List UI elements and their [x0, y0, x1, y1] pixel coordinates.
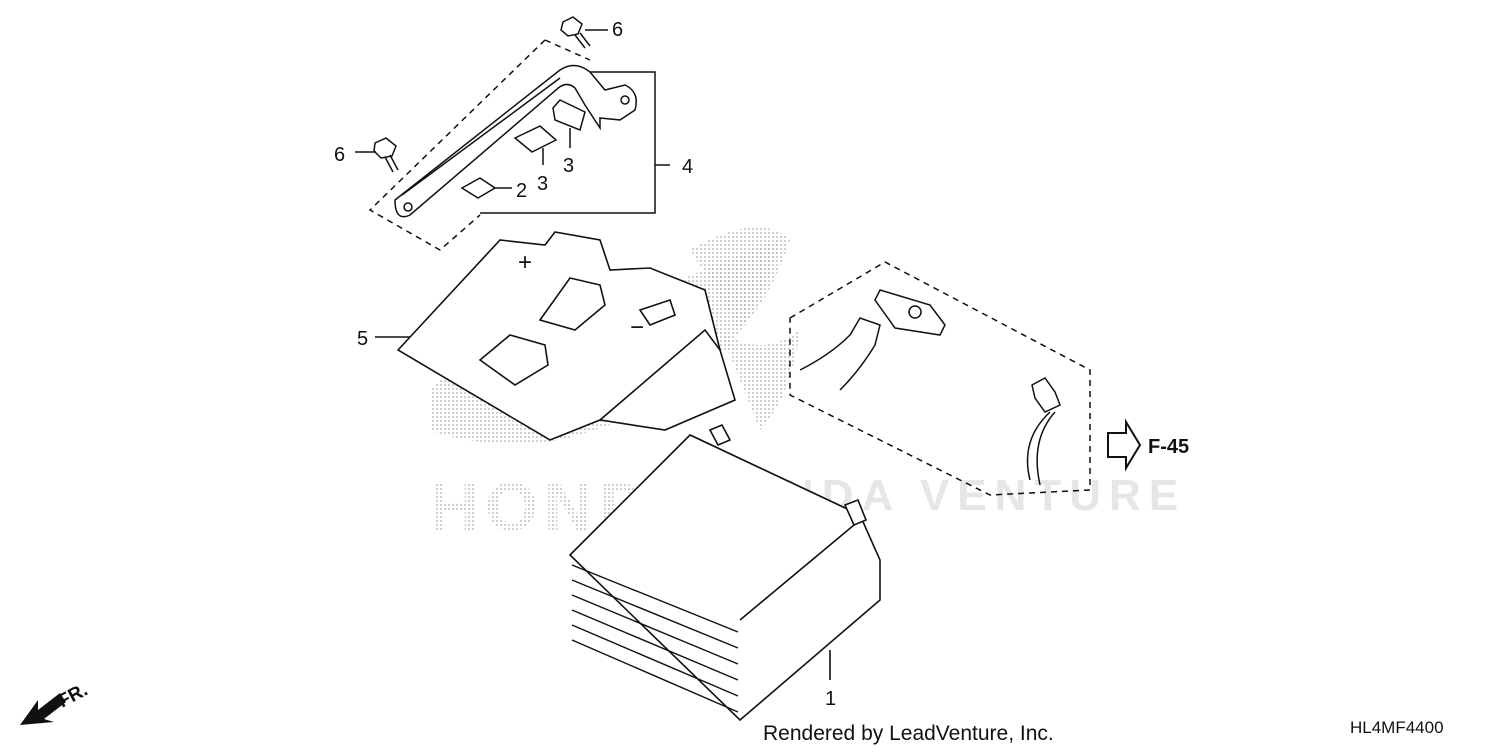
front-label: FR. [54, 680, 91, 713]
battery [568, 423, 881, 722]
bolt-icon [560, 16, 608, 49]
reference-arrow-icon [1107, 418, 1142, 472]
callout-5: 5 [357, 328, 368, 350]
callout-1: 1 [825, 688, 836, 710]
plus-marking: + [518, 249, 532, 276]
drawing-code: HL4MF4400 [1350, 718, 1444, 737]
callout-4: 4 [682, 156, 693, 178]
battery-holder-group [368, 39, 670, 251]
callout-6-top: 6 [612, 19, 623, 41]
front-arrow-icon [20, 693, 66, 725]
callout-2: 2 [516, 180, 527, 202]
reference-label: F-45 [1148, 436, 1189, 458]
minus-marking: − [630, 314, 644, 341]
callout-3b: 3 [563, 155, 574, 177]
callout-3a: 3 [537, 173, 548, 195]
cable-detail-group [789, 261, 1091, 496]
footer-credit: Rendered by LeadVenture, Inc. [763, 722, 1054, 745]
bolt-icon [355, 137, 399, 173]
battery-cover [375, 231, 736, 441]
callout-6-left: 6 [334, 144, 345, 166]
